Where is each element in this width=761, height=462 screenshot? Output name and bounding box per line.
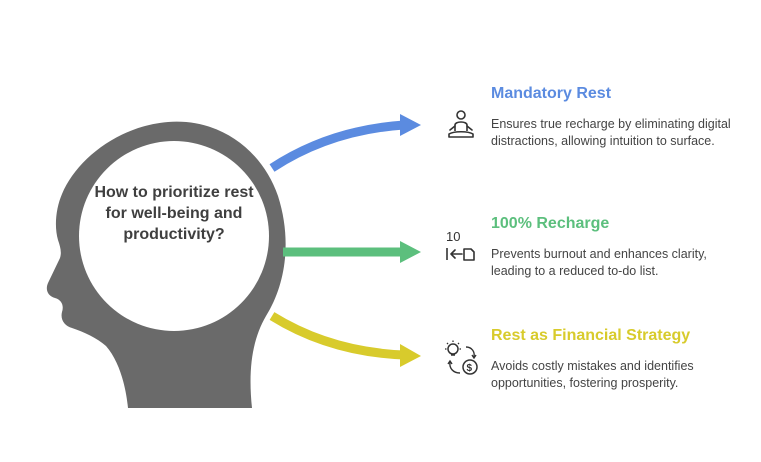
arrow-financial-strategy <box>269 312 421 367</box>
meditation-icon <box>448 110 474 138</box>
icon-ten-text: 10 <box>446 229 460 244</box>
question-circle <box>79 141 269 331</box>
item-title-mandatory-rest: Mandatory Rest <box>491 85 612 102</box>
svg-text:$: $ <box>467 363 473 374</box>
item-title-financial-strategy: Rest as Financial Strategy <box>491 327 691 344</box>
item-desc-mandatory-rest: Ensures true recharge by eliminating dig… <box>491 117 731 148</box>
item-desc-recharge: Prevents burnout and enhances clarity, l… <box>491 247 707 278</box>
center-question: How to prioritize rest for well-being an… <box>94 184 254 243</box>
idea-money-cycle-icon: $ <box>445 340 478 375</box>
arrow-mandatory-rest <box>269 114 421 172</box>
ten-to-one-icon: 10 <box>446 229 475 261</box>
item-desc-financial-strategy: Avoids costly mistakes and identifies op… <box>491 359 694 390</box>
item-title-recharge: 100% Recharge <box>491 215 610 232</box>
arrow-recharge <box>283 241 421 263</box>
